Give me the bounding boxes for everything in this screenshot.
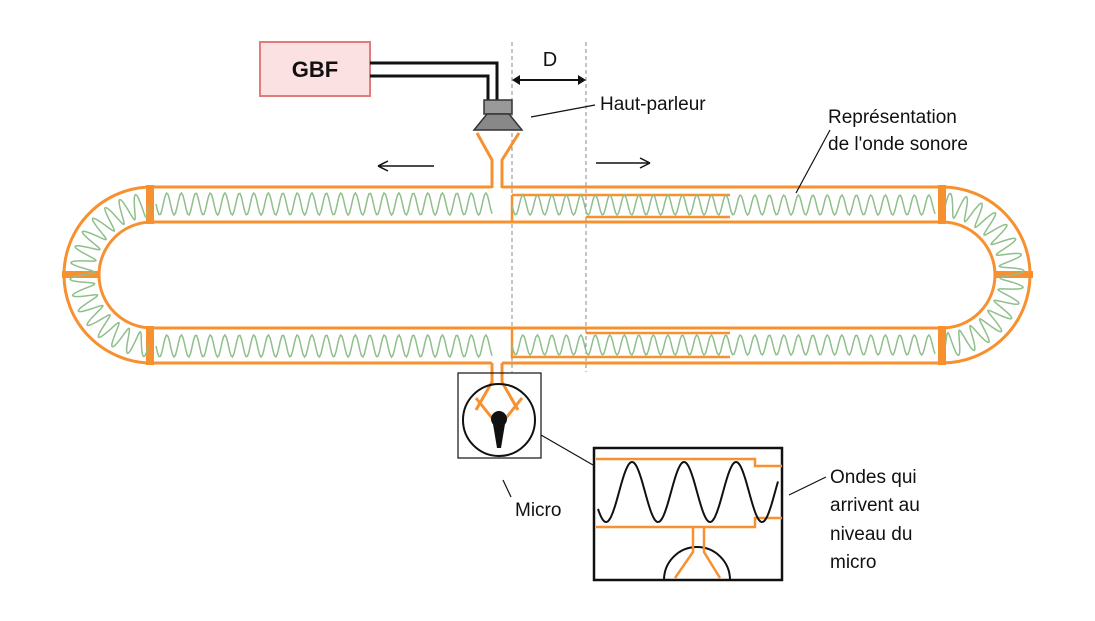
distance-marker: D bbox=[511, 42, 587, 372]
wave-left-end bbox=[69, 193, 150, 358]
sound-waves bbox=[69, 191, 1025, 359]
generator: GBF bbox=[259, 41, 371, 97]
microphone-icon bbox=[491, 411, 507, 448]
wave-bottom-right bbox=[511, 333, 936, 357]
micro-funnel-left bbox=[474, 363, 494, 411]
generator-label: GBF bbox=[292, 57, 338, 82]
micro-box bbox=[457, 372, 542, 459]
wave-top-right bbox=[511, 193, 936, 217]
arrow-left-icon bbox=[377, 160, 434, 172]
micro-funnel-right bbox=[500, 363, 520, 411]
wave-label-line1: Représentation bbox=[828, 107, 957, 128]
slider-top-rails bbox=[586, 185, 730, 219]
slider-bottom-outer bbox=[510, 328, 730, 359]
wave-right-end bbox=[944, 192, 1025, 357]
speaker-funnel-left bbox=[475, 132, 494, 188]
wave-pointer bbox=[795, 129, 831, 194]
tube bbox=[62, 132, 1032, 411]
speaker-funnel-right bbox=[500, 132, 521, 188]
slider-top-outer bbox=[510, 193, 730, 222]
distance-arrow-left-head bbox=[512, 75, 520, 85]
wave-bottom-left bbox=[155, 333, 493, 359]
waves-label-line2: arrivent au bbox=[830, 495, 920, 516]
waves-label-line4: micro bbox=[830, 552, 876, 573]
cable-2 bbox=[370, 74, 490, 100]
speaker-label: Haut-parleur bbox=[600, 94, 706, 115]
zoom-connector bbox=[540, 434, 594, 466]
wave-label-line2: de l'onde sonore bbox=[828, 134, 968, 155]
waves-pointer bbox=[788, 476, 827, 496]
speaker-pointer bbox=[530, 104, 596, 118]
tube-inner bbox=[97, 220, 997, 330]
waves-label-line3: niveau du bbox=[830, 524, 912, 545]
generator-box bbox=[259, 41, 371, 97]
cables bbox=[370, 61, 499, 100]
waves-label-line1: Ondes qui bbox=[830, 467, 917, 488]
distance-label: D bbox=[543, 49, 557, 71]
slider-bottom-rails bbox=[586, 331, 730, 365]
loudspeaker-icon bbox=[472, 99, 524, 131]
arrow-right-icon bbox=[596, 157, 651, 169]
distance-arrow-right-head bbox=[578, 75, 586, 85]
cable-1 bbox=[370, 61, 499, 100]
micro-pointer bbox=[502, 479, 512, 498]
micro-zoom bbox=[592, 446, 784, 582]
wave-top-left bbox=[155, 191, 493, 217]
micro-label: Micro bbox=[515, 500, 561, 521]
